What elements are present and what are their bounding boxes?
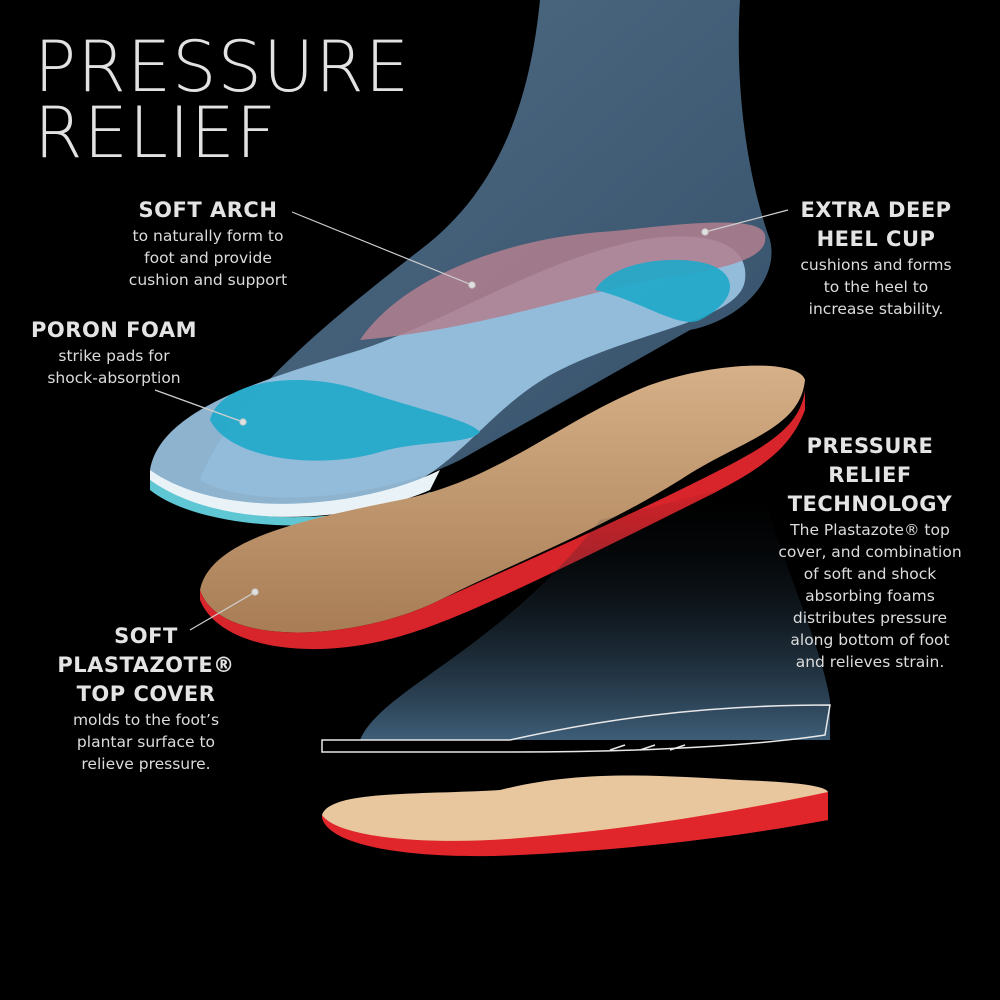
callout-text: increase stability. [808,300,944,318]
title-line: PRESSURE [34,26,411,108]
callout-soft-arch: SOFT ARCH to naturally form to foot and … [129,196,287,291]
callout-text: cushions and forms [800,256,952,274]
callout-text: absorbing foams [805,587,935,605]
plastazote-top-cover [200,365,805,633]
callout-text: molds to the foot’s [72,711,220,729]
callout-text: The Plastazote® top [790,521,950,539]
poron-heel-pad [595,259,730,323]
callout-heel-cup: EXTRA DEEP HEEL CUP cushions and forms t… [800,196,951,320]
callout-heading: TOP COVER [76,682,216,706]
callout-text: shock-absorption [47,369,181,387]
callout-poron-foam: PORON FOAM strike pads for shock-absorpt… [31,316,197,389]
callout-heading: TECHNOLOGY [787,492,953,516]
sole-outline [321,704,831,753]
callout-text: along bottom of foot [790,631,950,649]
soft-arch-pad [360,222,766,340]
poron-forefoot-pad [210,380,480,461]
callout-text: to the heel to [823,278,929,296]
foot-lower [360,480,830,740]
callout-text: and relieves strain. [795,653,945,671]
leader-soft-arch [291,211,473,286]
callout-technology: PRESSURE RELIEF TECHNOLOGY The Plastazot… [778,432,961,673]
callout-heading: SOFT [114,624,178,648]
callout-heading: SOFT ARCH [138,198,278,222]
callout-text: foot and provide [144,249,272,267]
callout-text: of soft and shock [803,565,937,583]
leader-poron [154,389,244,423]
callout-text: strike pads for [58,347,170,365]
callout-heading: RELIEF [828,463,912,487]
leader-heel [704,209,789,233]
callout-text: to naturally form to [132,227,284,245]
callout-heading: PORON FOAM [31,318,197,342]
callout-heading: EXTRA DEEP [800,198,952,222]
callout-text: distributes pressure [792,609,948,627]
title-line: RELIEF [34,92,278,174]
callout-text: cover, and combination [778,543,962,561]
leader-top-cover [189,591,256,631]
callout-top-cover: SOFT PLASTAZOTE® TOP COVER molds to the … [57,622,234,775]
callout-heading: PLASTAZOTE® [57,653,235,677]
callout-heading: HEEL CUP [816,227,936,251]
callout-text: cushion and support [128,271,288,289]
callout-text: plantar surface to [76,733,216,751]
callout-text: relieve pressure. [81,755,211,773]
page-title: PRESSURE RELIEF [34,26,411,174]
callout-heading: PRESSURE [806,434,934,458]
